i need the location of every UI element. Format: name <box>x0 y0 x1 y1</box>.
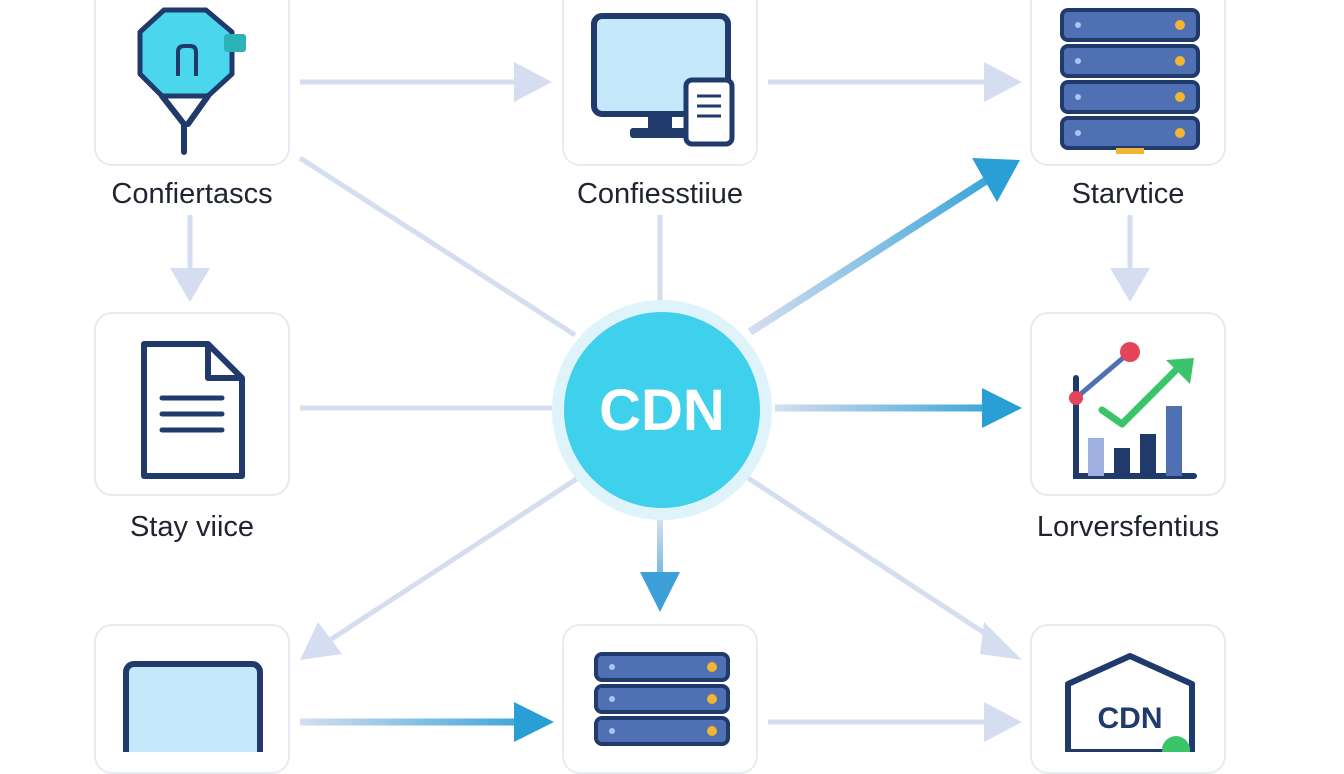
arrowhead <box>1110 268 1150 302</box>
arrowhead <box>514 62 552 102</box>
connectors <box>170 62 1150 742</box>
node-card-bottom-left <box>94 624 290 774</box>
cdn-diagram: Confiertascs Confiesstiiue Starvtice <box>94 0 1226 774</box>
cdn-hub-label: CDN <box>564 312 760 508</box>
cdn-shield-icon <box>1065 653 1195 752</box>
edge-hub-tr <box>747 174 993 336</box>
edge-tl-hub <box>298 155 577 338</box>
node-card-top-center <box>562 0 758 166</box>
arrowhead <box>300 622 342 660</box>
node-card-bottom-right: CDN <box>1030 624 1226 774</box>
node-card-top-left <box>94 0 290 166</box>
node-label-mid-right: Lorversfentius <box>1036 511 1220 543</box>
edge-hub-bl <box>328 475 580 643</box>
document-icon <box>141 341 245 479</box>
arrowhead <box>984 702 1022 742</box>
node-card-mid-right <box>1030 312 1226 496</box>
analytics-chart-icon <box>1069 342 1197 479</box>
edge-hub-br <box>746 475 997 643</box>
cdn-hub: CDN <box>552 300 772 520</box>
arrowhead <box>972 158 1020 202</box>
monitor-icon <box>123 661 263 752</box>
arrowhead <box>984 62 1022 102</box>
arrowhead <box>514 702 554 742</box>
node-label-top-left: Confiertascs <box>111 178 273 210</box>
arrowhead <box>980 622 1022 660</box>
server-icon <box>594 652 730 746</box>
desktop-and-mobile-icon <box>591 13 735 147</box>
cdn-shield-label: CDN <box>1097 702 1163 735</box>
node-card-mid-left <box>94 312 290 496</box>
node-label-mid-left: Stay viice <box>129 511 255 543</box>
arrowhead <box>640 572 680 612</box>
server-icon <box>1060 8 1200 154</box>
node-label-top-center: Confiesstiiue <box>576 178 744 210</box>
arrowhead <box>170 268 210 302</box>
arrowhead <box>982 388 1022 428</box>
node-label-top-right: Starvtice <box>1071 178 1185 210</box>
node-card-bottom-center <box>562 624 758 774</box>
router-icon <box>137 7 246 155</box>
node-card-top-right <box>1030 0 1226 166</box>
